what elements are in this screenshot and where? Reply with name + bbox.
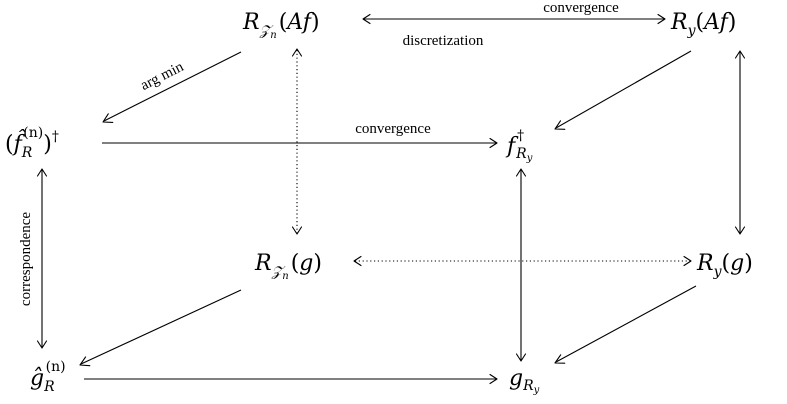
edge-ry-g-to-g-ry	[554, 285, 697, 364]
edge-middle-convergence	[102, 137, 498, 149]
node-g-ry: gRy	[509, 366, 540, 396]
node-f-dagger-ry: f†Ry	[505, 128, 533, 164]
node-f-hat-dagger: (f̂R(n))†	[5, 125, 59, 161]
label-top-discretization: discretization	[403, 33, 484, 49]
node-rz-g: R𝒵n(g)	[254, 251, 322, 282]
edge-correspondence	[36, 168, 48, 349]
label-middle-convergence: convergence	[355, 121, 431, 137]
label-argmin: arg min	[138, 59, 187, 94]
edge-rz-g-to-g-hat	[79, 289, 242, 367]
edge-rz-af-rz-g-dotted	[291, 48, 303, 235]
label-top-convergence: convergence	[543, 0, 619, 16]
edge-rz-g-ry-g-dotted	[353, 255, 692, 267]
edge-argmin	[102, 51, 242, 123]
edge-top-convergence-discretization	[362, 13, 666, 25]
edge-ry-af-ry-g	[734, 50, 746, 235]
edge-bottom	[84, 373, 498, 385]
node-rz-af: R𝒵n(Af)	[242, 10, 320, 41]
label-correspondence: correspondence	[18, 212, 34, 306]
node-ry-af: Ry(Af)	[670, 10, 736, 39]
edge-f-dagger-g-ry	[515, 168, 527, 362]
node-ry-g: Ry(g)	[696, 251, 753, 280]
edge-ry-af-to-f-dagger	[554, 50, 692, 130]
node-g-hat: ĝR(n)	[30, 359, 66, 395]
